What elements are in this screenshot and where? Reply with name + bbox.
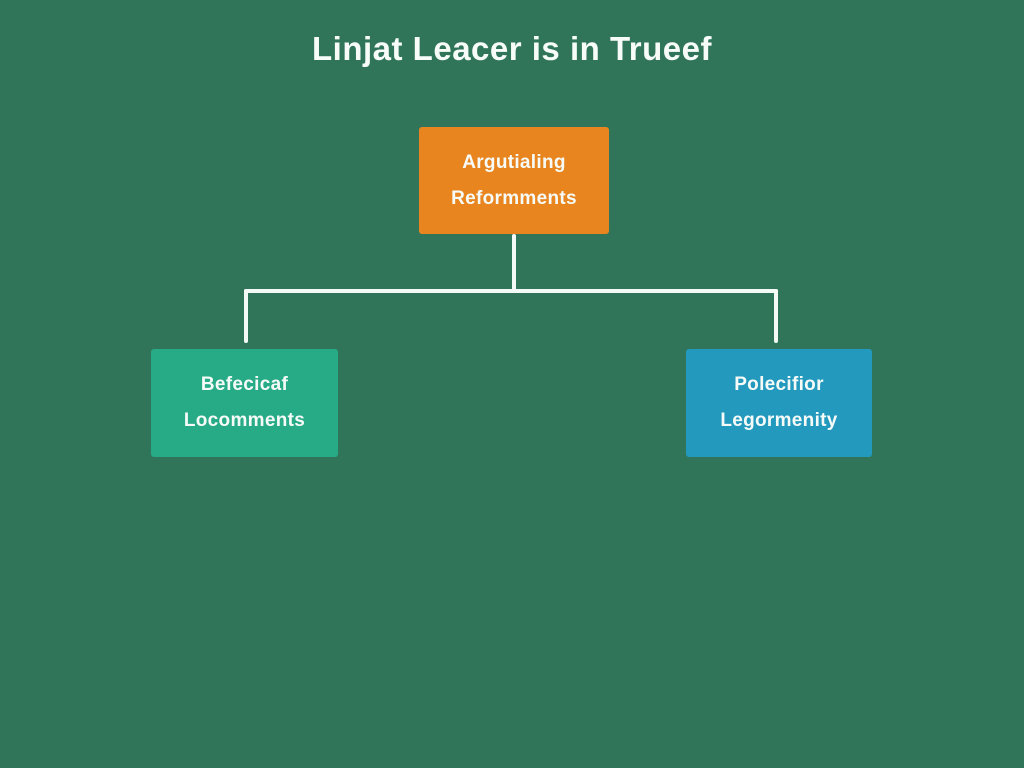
node-child-right-line1: Polecifior: [734, 374, 824, 395]
diagram-title: Linjat Leacer is in Trueef: [312, 30, 712, 67]
node-root: Argutialing Reformments: [419, 127, 609, 234]
connector-root-vertical: [512, 234, 516, 293]
node-child-right: Polecifior Legormenity: [686, 349, 872, 457]
connector-left-vertical: [244, 289, 248, 343]
node-root-line1: Argutialing: [462, 151, 566, 173]
node-child-left-line1: Befecicaf: [200, 374, 289, 395]
node-root-line2: Reformments: [451, 187, 577, 209]
node-child-right-line2: Legormenity: [720, 410, 838, 431]
connector-right-vertical: [774, 289, 778, 343]
connector-horizontal: [244, 289, 778, 293]
node-child-left-line2: Locomments: [183, 410, 306, 431]
node-child-left: Befecicaf Locomments: [151, 349, 338, 457]
